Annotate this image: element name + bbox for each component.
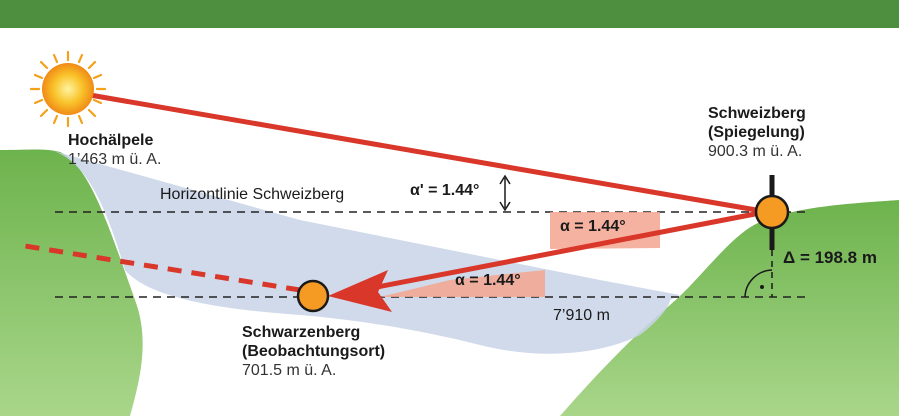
right-angle-icon — [744, 269, 773, 298]
schwarzenberg-elevation: 701.5 m ü. A. — [242, 362, 337, 379]
alpha-lower-label: α = 1.44° — [455, 272, 521, 289]
hill-left — [0, 149, 143, 416]
ray-reflected — [369, 210, 763, 291]
valley-shadow — [50, 150, 680, 354]
hill-right — [560, 200, 899, 416]
hochaelpele-name: Hochälpele — [68, 132, 154, 149]
alpha-upper-label: α = 1.44° — [560, 218, 626, 235]
horizon-label: Horizontlinie Schweizberg — [160, 186, 345, 203]
schwarzenberg-name: Schwarzenberg — [242, 324, 361, 341]
sun-icon — [29, 50, 107, 128]
schweizberg-subtitle: (Spiegelung) — [708, 124, 805, 141]
schweizberg-elevation: 900.3 m ü. A. — [708, 143, 803, 160]
distance-label: 7’910 m — [553, 307, 610, 324]
schwarzenberg-subtitle: (Beobachtungsort) — [242, 343, 386, 360]
delta-label: Δ = 198.8 m — [783, 248, 877, 267]
ray-arrowhead — [328, 270, 392, 312]
schweizberg-marker — [754, 194, 790, 230]
schwarzenberg-marker — [296, 279, 330, 313]
schweizberg-name: Schweizberg — [708, 105, 806, 122]
angle-wedge-lower — [380, 270, 545, 297]
ray-sun-to-mirror — [87, 92, 765, 214]
header-band — [0, 0, 899, 28]
hochaelpele-elevation: 1’463 m ü. A. — [68, 151, 162, 168]
alpha-prime-label: α' = 1.44° — [410, 182, 480, 199]
double-arrow-icon — [499, 174, 511, 212]
